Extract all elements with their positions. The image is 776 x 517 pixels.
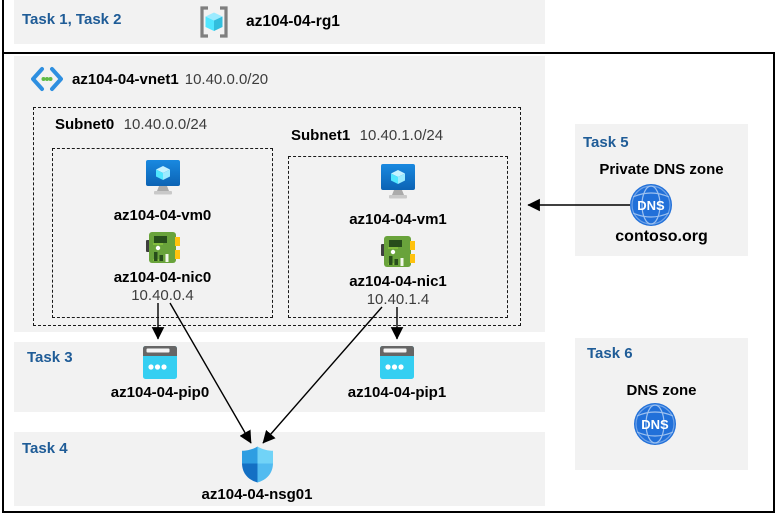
vnet-cidr: 10.40.0.0/20 xyxy=(184,70,269,88)
virtual-machine-icon xyxy=(145,160,180,195)
frame-left-stub xyxy=(2,0,4,52)
public-ip-icon xyxy=(380,346,414,379)
vnet-area: az104-04-vnet1 10.40.0.0/20 Subnet0 10.4… xyxy=(14,56,545,332)
subnet0-box: az104-04-vm0 az104-04-nic0 10.40.0.4 xyxy=(52,148,273,318)
diagram-outer-frame xyxy=(2,52,775,513)
task6-label: Task 6 xyxy=(587,345,633,362)
task5-title: Private DNS zone xyxy=(599,161,724,178)
task6-box: Task 6 DNS zone DNS xyxy=(575,338,748,470)
task4-band: Task 4 az104-04-nsg01 xyxy=(14,432,545,506)
private-dns-zone-name: contoso.org xyxy=(615,228,708,245)
subnet0-cidr: 10.40.0.0/24 xyxy=(123,116,208,133)
nsg-shield-icon xyxy=(241,446,273,483)
pip0-group: az104-04-pip0 xyxy=(70,346,250,401)
nic0-ip: 10.40.0.4 xyxy=(131,287,194,304)
nsg-group: az104-04-nsg01 xyxy=(167,446,347,503)
subnet1-label: Subnet1 10.40.1.0/24 xyxy=(291,127,443,145)
task5-box: Task 5 Private DNS zone DNS contoso.org xyxy=(575,124,748,256)
vnet-name: az104-04-vnet1 xyxy=(72,70,179,88)
task4-label: Task 4 xyxy=(22,440,68,457)
task3-band: Task 3 az104-04-pip0 az104-04-pip1 xyxy=(14,342,545,412)
svg-text:DNS: DNS xyxy=(637,198,665,213)
subnet1-cidr: 10.40.1.0/24 xyxy=(359,127,444,144)
public-ip-icon xyxy=(143,346,177,379)
task12-label: Task 1, Task 2 xyxy=(22,11,122,28)
network-interface-icon xyxy=(381,236,415,267)
network-interface-icon xyxy=(145,232,180,263)
subnet1-name: Subnet1 xyxy=(291,127,351,144)
pip1-name: az104-04-pip1 xyxy=(347,384,447,401)
task5-label: Task 5 xyxy=(583,134,629,151)
vm1-name: az104-04-vm1 xyxy=(349,211,447,228)
vnet-header: az104-04-vnet1 10.40.0.0/20 xyxy=(31,65,268,93)
subnet1-box: az104-04-vm1 az104-04-nic1 10.40.1.4 xyxy=(288,156,508,318)
dns-icon: DNS xyxy=(634,403,676,445)
resource-group-icon xyxy=(200,6,228,38)
subnet0-contents: az104-04-vm0 az104-04-nic0 10.40.0.4 xyxy=(53,149,272,304)
subnet1-contents: az104-04-vm1 az104-04-nic1 10.40.1.4 xyxy=(289,157,507,308)
pip0-name: az104-04-pip0 xyxy=(110,384,210,401)
subnet0-name: Subnet0 xyxy=(55,116,115,133)
resource-group-name: az104-04-rg1 xyxy=(246,13,340,30)
nic1-name: az104-04-nic1 xyxy=(349,273,447,290)
nsg-name: az104-04-nsg01 xyxy=(201,486,313,503)
dns-icon: DNS xyxy=(630,184,672,226)
nic1-ip: 10.40.1.4 xyxy=(366,291,430,308)
task12-band: Task 1, Task 2 az104-04-rg1 xyxy=(14,0,545,44)
virtual-machine-icon xyxy=(381,164,415,199)
task3-label: Task 3 xyxy=(27,349,73,366)
task6-title: DNS zone xyxy=(626,382,697,399)
svg-text:DNS: DNS xyxy=(641,417,669,432)
pip1-group: az104-04-pip1 xyxy=(307,346,487,401)
nic0-name: az104-04-nic0 xyxy=(113,269,212,286)
vm0-name: az104-04-vm0 xyxy=(113,207,212,224)
subnet0-label: Subnet0 10.40.0.0/24 xyxy=(55,116,207,134)
virtual-network-icon xyxy=(31,67,63,91)
